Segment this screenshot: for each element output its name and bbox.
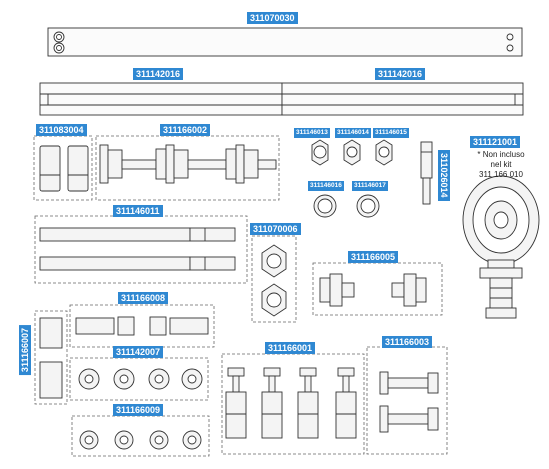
- bushing-pair-part: [319, 273, 427, 307]
- long-bars-part: [39, 82, 524, 116]
- nut-b-label: 311146014: [335, 128, 371, 138]
- nut-pair-label: 311070006: [250, 223, 301, 235]
- bushing-pair-label: 311166005: [348, 251, 399, 263]
- side-blocks-label: 311166007: [19, 325, 31, 376]
- presses-part: [379, 371, 439, 433]
- spools-label: 311166001: [265, 342, 316, 354]
- note-line-3: 311 166 010: [479, 170, 523, 179]
- presses-label: 311166003: [382, 336, 433, 348]
- sleeves-part: [75, 316, 209, 336]
- washers-part: [78, 368, 203, 390]
- puller-label: 311121001: [470, 136, 521, 148]
- blocks-part: [39, 145, 89, 192]
- note-line-2: nel kit: [490, 160, 512, 169]
- rods-label: 311146011: [113, 205, 163, 217]
- nut-d-label: 311146016: [308, 181, 344, 191]
- pin-label: 311026014: [438, 150, 450, 201]
- hex-nuts-part: [311, 139, 393, 218]
- nut-a-label: 311146013: [294, 128, 330, 138]
- blocks-label: 311083004: [36, 124, 87, 136]
- rings-part: [79, 430, 202, 450]
- note-line-1: * Non incluso: [477, 150, 525, 159]
- bar-left-label: 311142016: [133, 68, 184, 80]
- spools-part: [225, 367, 357, 439]
- top-bar-label: 311070030: [247, 12, 298, 24]
- side-blocks-part: [39, 317, 63, 399]
- nut-e-label: 311146017: [352, 181, 388, 191]
- shaft-assembly-label: 311166002: [160, 124, 211, 136]
- rods-part: [39, 227, 236, 271]
- sleeves-label: 311166008: [118, 292, 169, 304]
- nut-c-label: 311146015: [373, 128, 409, 138]
- top-bar-part: [47, 27, 523, 57]
- puller-part: [462, 175, 540, 319]
- not-included-note: * Non incluso nel kit 311 166 010: [466, 150, 536, 180]
- nut-pair-part: [261, 244, 287, 317]
- bar-right-label: 311142016: [375, 68, 426, 80]
- shaft-assembly-part: [99, 144, 277, 184]
- washers-label: 311142007: [113, 346, 164, 358]
- rings-label: 311166009: [113, 404, 164, 416]
- pin-part: [420, 141, 433, 205]
